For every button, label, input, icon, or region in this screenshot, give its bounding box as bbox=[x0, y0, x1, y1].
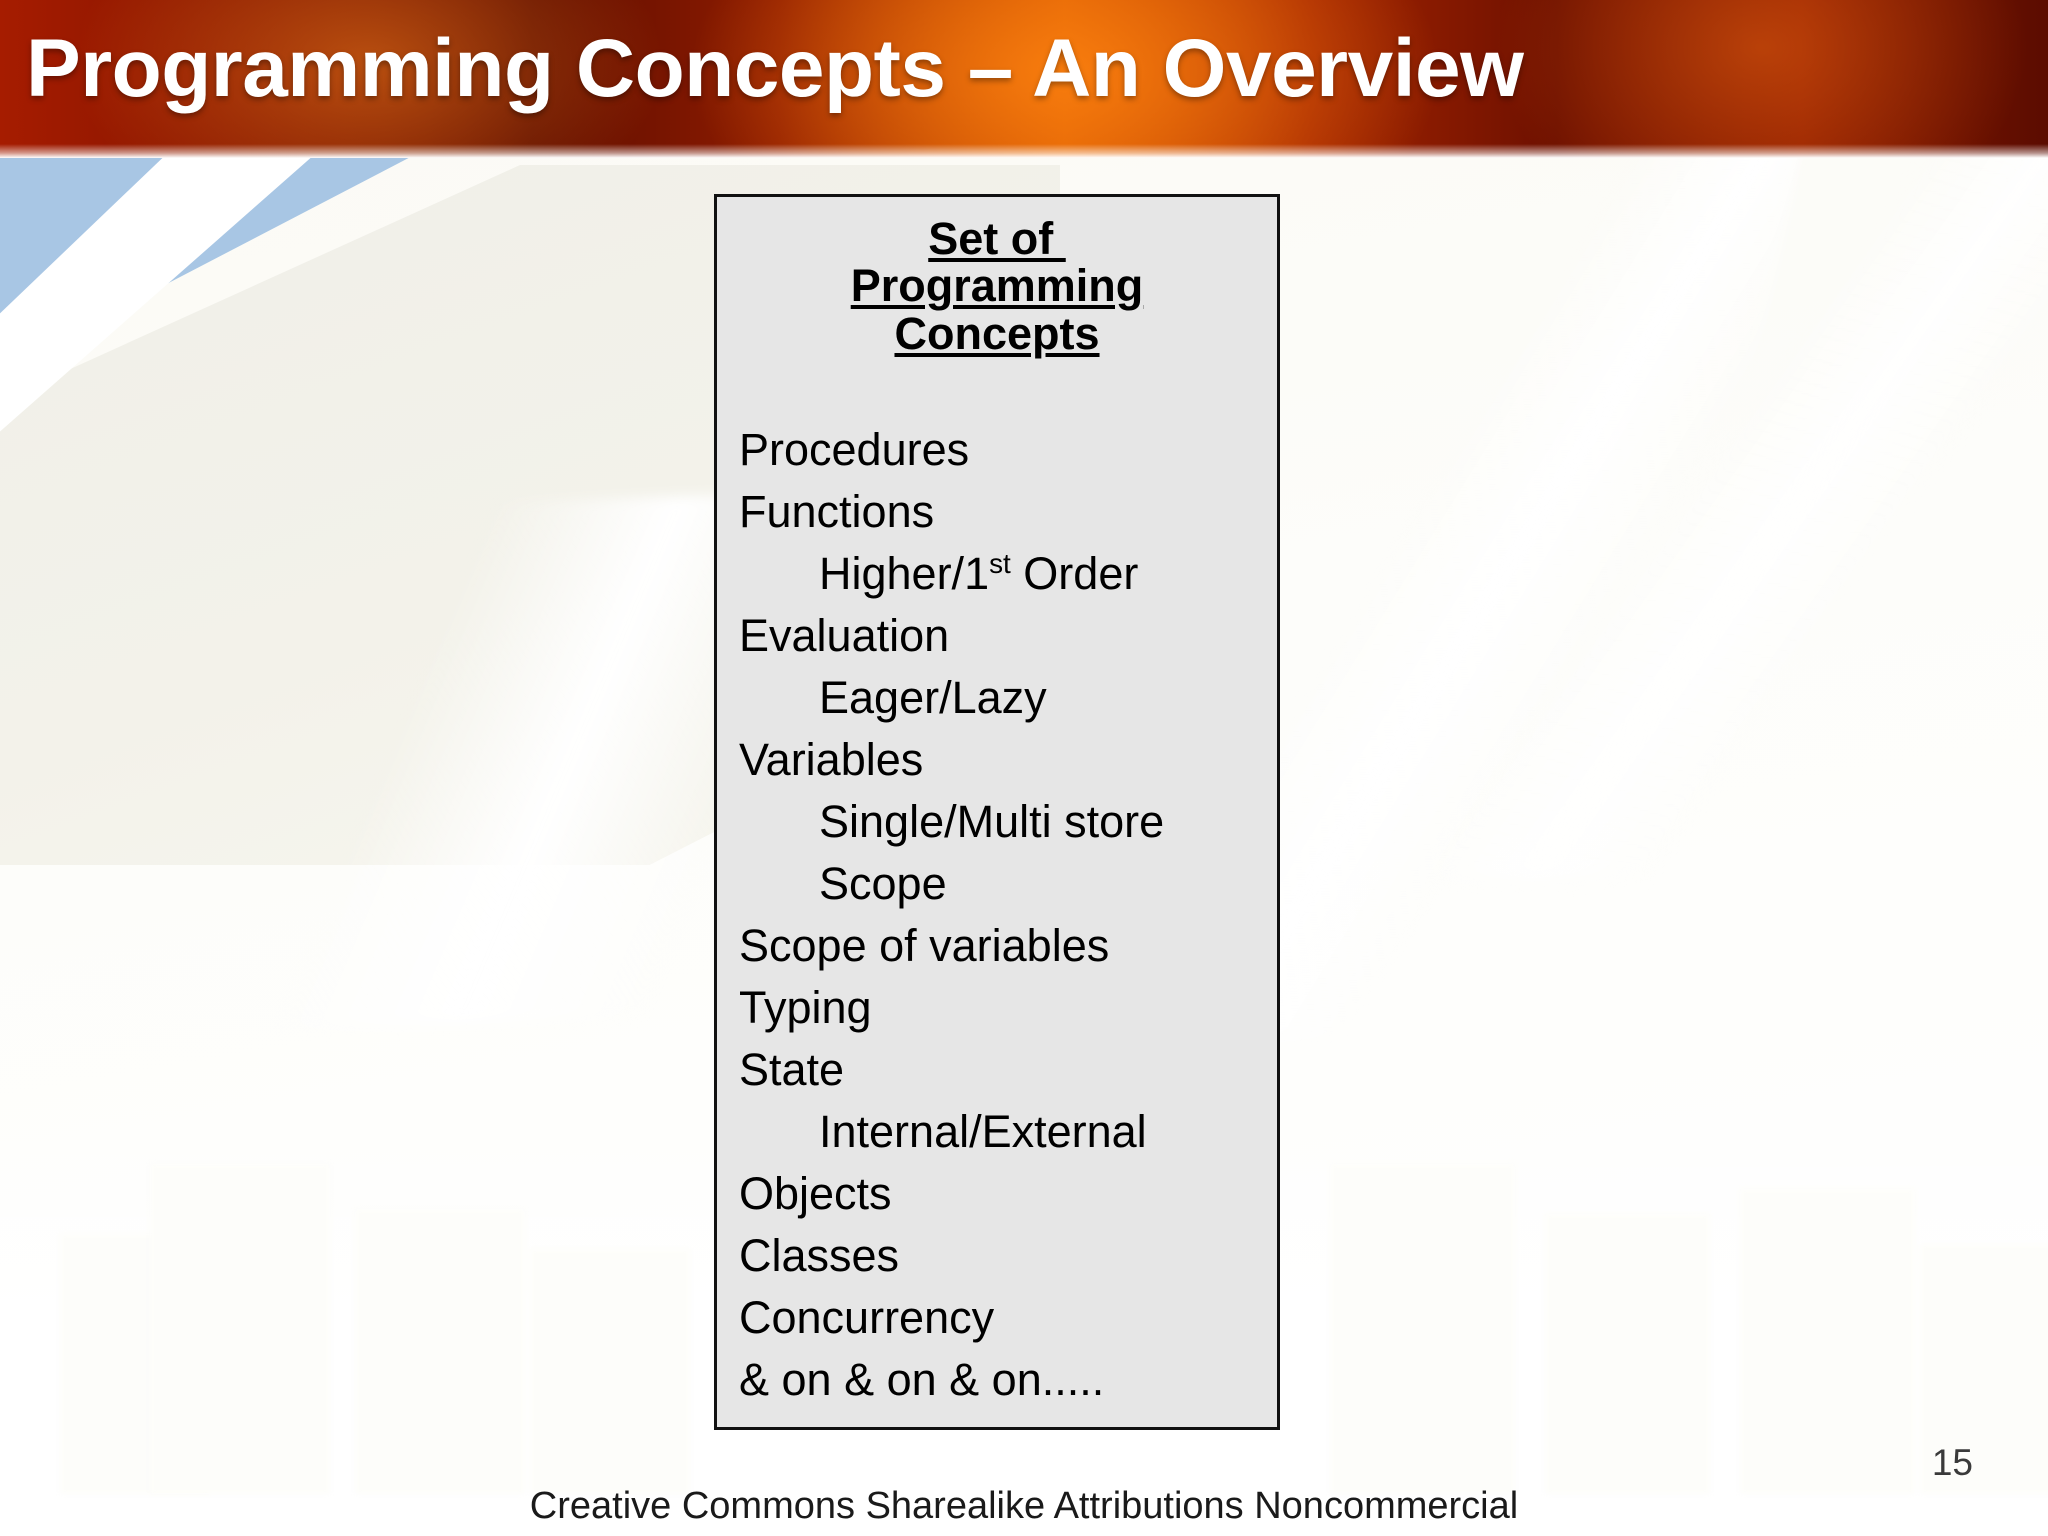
heading-line-1: Set of bbox=[928, 213, 1066, 264]
silhouette-person bbox=[1740, 1189, 1915, 1494]
list-item-base: Higher/1 bbox=[819, 547, 990, 599]
concepts-list: Procedures Functions Higher/1st Order Ev… bbox=[739, 363, 1255, 1411]
list-item: Concurrency bbox=[739, 1291, 995, 1343]
list-item: & on & on & on..... bbox=[739, 1353, 1105, 1405]
list-item: Internal/External bbox=[819, 1105, 1147, 1157]
license-credit: Creative Commons Sharealike Attributions… bbox=[529, 1485, 1519, 1527]
slide-title-banner: Programming Concepts – An Overview bbox=[0, 0, 2048, 158]
silhouette-person bbox=[530, 1249, 690, 1494]
silhouette-person bbox=[355, 1209, 525, 1494]
list-item: Eager/Lazy bbox=[819, 671, 1047, 723]
silhouette-person bbox=[1545, 1214, 1710, 1494]
list-item: State bbox=[739, 1043, 845, 1095]
concepts-panel-heading: Set of Programming Concepts bbox=[739, 215, 1255, 357]
list-spacer bbox=[739, 363, 1255, 419]
list-item-tail: Order bbox=[1010, 547, 1139, 599]
list-item: Scope bbox=[819, 857, 947, 909]
concepts-panel: Set of Programming Concepts Procedures F… bbox=[714, 194, 1280, 1430]
list-item: Classes bbox=[739, 1229, 900, 1281]
list-item: Single/Multi store bbox=[819, 795, 1165, 847]
silhouette-person bbox=[150, 1164, 330, 1494]
list-item: Functions bbox=[739, 485, 935, 537]
list-item: Procedures bbox=[739, 423, 970, 475]
list-item: Scope of variables bbox=[739, 919, 1110, 971]
silhouette-person bbox=[1920, 1244, 2048, 1494]
list-item: Typing bbox=[739, 981, 872, 1033]
silhouette-person bbox=[1330, 1164, 1515, 1494]
page-number: 15 bbox=[1931, 1442, 1973, 1483]
list-item: Evaluation bbox=[739, 609, 950, 661]
heading-line-2: Programming bbox=[850, 260, 1144, 312]
list-item: Objects bbox=[739, 1167, 892, 1219]
heading-line-3: Concepts bbox=[894, 307, 1100, 359]
page-title: Programming Concepts – An Overview bbox=[26, 23, 1524, 114]
list-item: Higher/1st Order bbox=[739, 543, 1255, 605]
audience-silhouettes bbox=[0, 1016, 2048, 1536]
list-item: Variables bbox=[739, 733, 924, 785]
list-item-superscript: st bbox=[989, 547, 1011, 579]
